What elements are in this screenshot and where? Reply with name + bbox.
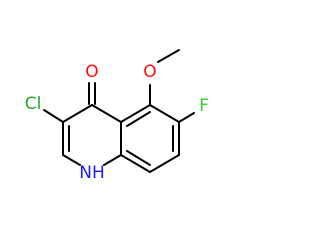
bond-c2-n1 — [62, 154, 81, 166]
methoxy-oxygen-label: O — [143, 62, 156, 82]
fluorine-label: F — [199, 96, 209, 116]
bond-c5-c6 — [149, 104, 180, 123]
molecule-structure: Cl O O F NH — [25, 49, 209, 183]
molecule-canvas: Cl O O F NH — [24, 49, 209, 183]
atom-labels: Cl O O F NH — [25, 62, 209, 183]
bond-c6-f — [178, 112, 195, 123]
bond-c4a-c4 — [91, 104, 122, 123]
bond-c4-c3 — [62, 104, 93, 123]
bond-c4a-c5-a — [120, 104, 151, 123]
carbonyl-oxygen-label: O — [85, 62, 98, 82]
nitrogen-h-label: NH — [79, 163, 105, 183]
bond-c8-c8a-a — [120, 154, 151, 173]
bond-c7-c8 — [149, 154, 180, 173]
bonds — [43, 49, 195, 173]
bond-c4a-c5-b — [126, 111, 151, 127]
bond-n1-c8a — [103, 154, 122, 166]
bond-c8-c8a-b — [126, 150, 151, 166]
chlorine-label: Cl — [25, 94, 42, 114]
bond-ome-ch3 — [157, 49, 180, 63]
bond-c3-cl — [43, 109, 64, 123]
